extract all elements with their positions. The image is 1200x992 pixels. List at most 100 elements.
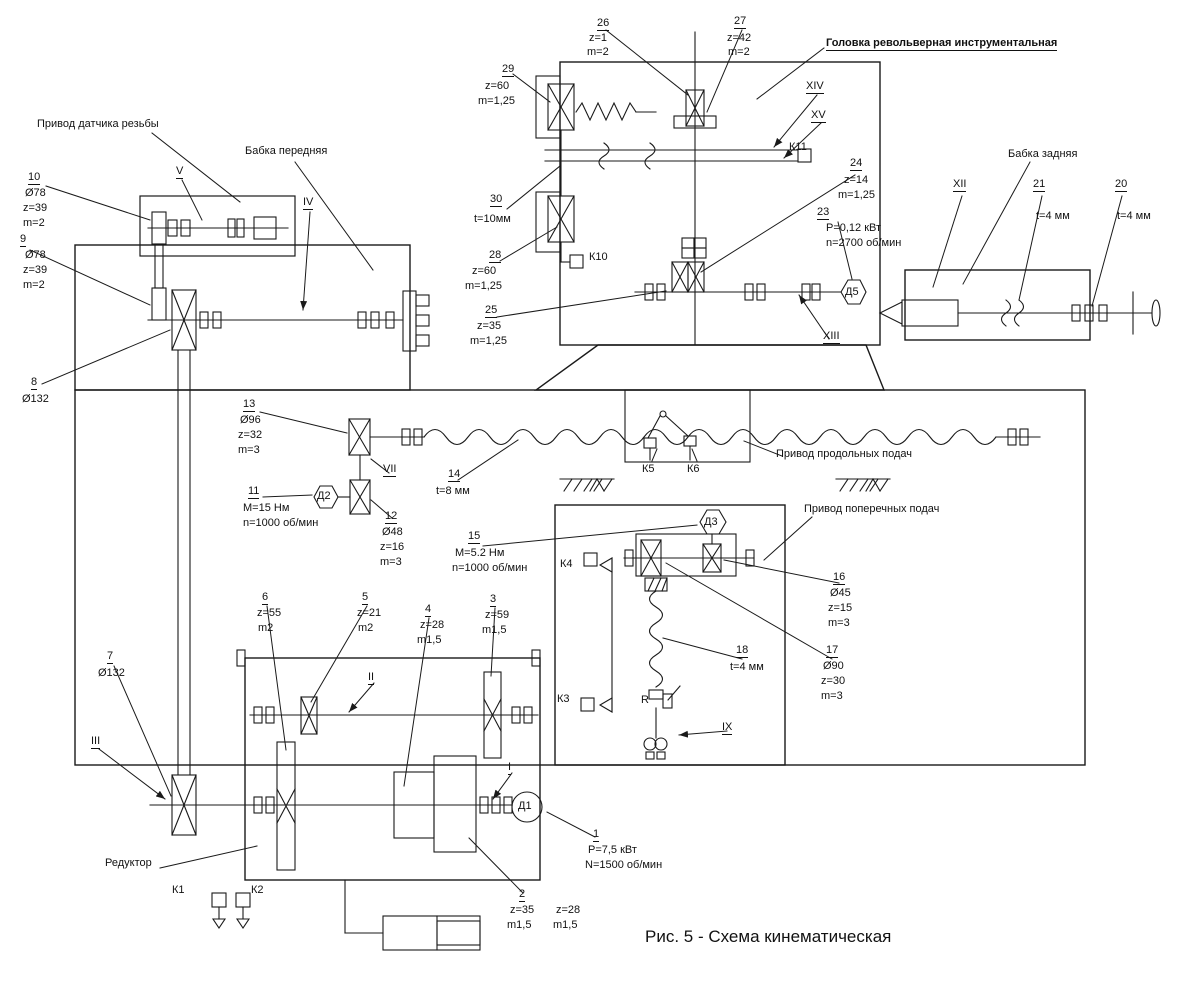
shaft-XIII: XIII (823, 330, 840, 345)
spec-15-n: n=1000 об/мин (452, 562, 528, 574)
tailstock-internals (878, 291, 1161, 335)
part-13: 13 (243, 398, 256, 413)
spec-5-m: m2 (358, 622, 374, 634)
spec-28-m: m=1,25 (465, 280, 502, 292)
part-30: 30 (490, 193, 503, 208)
spec-4-z: z=28 (420, 619, 445, 631)
part-21: 21 (1033, 178, 1046, 193)
cross-feed-internals (580, 509, 755, 760)
spindle-assembly (147, 290, 430, 352)
spec-17-d: Ø90 (823, 660, 844, 672)
part-15: 15 (468, 530, 481, 545)
spec-2-m1: m1,5 (507, 919, 532, 931)
spec-23-p: Р=0,12 кВт (826, 222, 882, 234)
part-12: 12 (385, 510, 398, 525)
spec-11-n: n=1000 об/мин (243, 517, 319, 529)
shaft-II: II (368, 671, 375, 686)
spec-18-t: t=4 мм (730, 661, 764, 673)
spec-12-m: m=3 (380, 556, 402, 568)
switch-K6: К6 (687, 463, 700, 475)
spec-9-d: Ø78 (25, 249, 46, 261)
shaft-VII: VII (383, 463, 397, 478)
spec-2-z2: z=28 (556, 904, 581, 916)
part-1: 1 (593, 828, 600, 843)
spec-16-z: z=15 (828, 602, 853, 614)
part-8: 8 (31, 376, 38, 391)
spec-16-m: m=3 (828, 617, 850, 629)
part-18: 18 (736, 644, 749, 659)
motor-D3: Д3 (704, 516, 718, 528)
spec-27-z: z=42 (727, 32, 752, 44)
part-27: 27 (734, 15, 747, 30)
spec-26-z: z=1 (589, 32, 608, 44)
shaft-III: III (91, 735, 101, 750)
part-25: 25 (485, 304, 498, 319)
apron-housing (635, 533, 737, 577)
title-turret-head: Головка револьверная инструментальная (826, 37, 1058, 52)
part-23: 23 (817, 206, 830, 221)
title-headstock: Бабка передняя (245, 145, 328, 157)
part-2: 2 (519, 888, 526, 903)
spec-3-m: m1,5 (482, 624, 507, 636)
spec-23-n: n=2700 об/мин (826, 237, 902, 249)
title-tailstock: Бабка задняя (1008, 148, 1078, 160)
spec-1-p: Р=7,5 кВт (588, 844, 637, 856)
part-10: 10 (28, 171, 41, 186)
spec-14-t: t=8 мм (436, 485, 470, 497)
part-6: 6 (262, 591, 269, 606)
spec-9-z: z=39 (23, 264, 48, 276)
spec-10-m: m=2 (23, 217, 45, 229)
shaft-IV: IV (303, 196, 314, 211)
spec-10-d: Ø78 (25, 187, 46, 199)
leader-lines (29, 29, 1123, 894)
spec-6-m: m2 (258, 622, 274, 634)
part-7: 7 (107, 650, 114, 665)
turret-internals (544, 31, 867, 346)
spec-16-d: Ø45 (830, 587, 851, 599)
spec-8-d: Ø132 (22, 393, 49, 405)
spec-24-z: z=14 (844, 174, 869, 186)
spec-26-m: m=2 (587, 46, 609, 58)
motor-D5: Д5 (845, 286, 859, 298)
part-11: 11 (248, 485, 260, 500)
switch-K5: К5 (642, 463, 655, 475)
spec-24-m: m=1,25 (838, 189, 875, 201)
turret-column (533, 61, 886, 391)
spec-10-z: z=39 (23, 202, 48, 214)
spec-7-d: Ø132 (98, 667, 125, 679)
figure-caption: Рис. 5 - Схема кинематическая (645, 927, 892, 946)
part-3: 3 (490, 593, 497, 608)
spec-27-m: m=2 (728, 46, 750, 58)
spec-20-t: t=4 мм (1117, 210, 1151, 222)
part-29: 29 (502, 63, 515, 78)
spec-12-z: z=16 (380, 541, 405, 553)
part-9: 9 (20, 233, 27, 248)
spec-30-t: t=10мм (474, 213, 511, 225)
gearbox-housing (244, 657, 541, 881)
shaft-XIV: XIV (806, 80, 824, 95)
part-14: 14 (448, 468, 461, 483)
spec-2-z1: z=35 (510, 904, 535, 916)
switch-K4: К4 (560, 558, 573, 570)
thread-sensor-drive (147, 211, 289, 321)
spec-17-m: m=3 (821, 690, 843, 702)
spec-25-z: z=35 (477, 320, 502, 332)
part-26: 26 (597, 17, 610, 32)
title-thread-sensor-drive: Привод датчика резьбы (37, 118, 159, 130)
spec-12-d: Ø48 (382, 526, 403, 538)
spec-1-n: N=1500 об/мин (585, 859, 663, 871)
spec-28-z: z=60 (472, 265, 497, 277)
spec-11-m: М=15 Нм (243, 502, 290, 514)
spec-4-m: m1,5 (417, 634, 442, 646)
motor-D1: Д1 (518, 800, 532, 812)
gearbox-internals (211, 649, 543, 951)
part-17: 17 (826, 644, 839, 659)
switch-K3: К3 (557, 693, 570, 705)
spec-13-m: m=3 (238, 444, 260, 456)
shaft-V: V (176, 165, 184, 180)
halfnut-housing (624, 389, 751, 463)
spec-21-t: t=4 мм (1036, 210, 1070, 222)
spec-17-z: z=30 (821, 675, 846, 687)
spec-29-m: m=1,25 (478, 95, 515, 107)
